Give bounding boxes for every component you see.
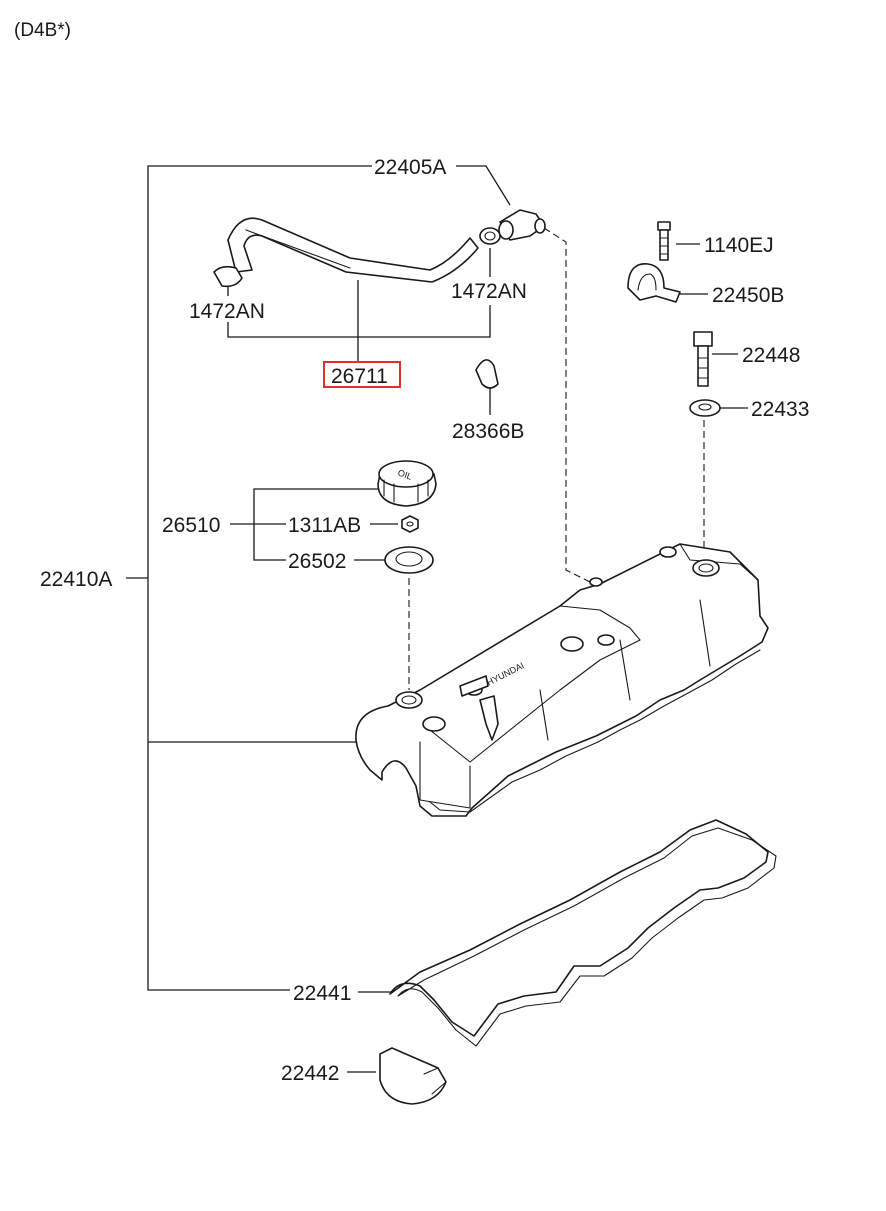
part-labels: 22405A 1140EJ 1472AN 22450B 1472AN 22448… [40,156,809,1085]
label-22441[interactable]: 22441 [293,982,351,1005]
cap-gasket[interactable] [384,546,434,574]
half-moon-seal[interactable] [379,1047,447,1105]
label-26510[interactable]: 26510 [162,514,220,537]
highlight-box-26711 [323,361,401,388]
label-1311ab[interactable]: 1311AB [288,514,361,537]
label-22410a[interactable]: 22410A [40,568,112,591]
assembly-dashed-lines [408,227,705,690]
cable-clamp[interactable] [627,263,681,303]
label-22450b[interactable]: 22450B [712,284,784,307]
label-1140ej[interactable]: 1140EJ [704,234,774,257]
label-28366b[interactable]: 28366B [452,420,524,443]
nut-1311ab[interactable] [401,515,419,533]
hose-clamp-right[interactable] [479,227,501,245]
rocker-cover[interactable]: HYUNDAI [355,543,769,817]
hose-clamp-left[interactable] [213,265,243,288]
label-26502[interactable]: 26502 [288,550,346,573]
label-22405a[interactable]: 22405A [374,156,446,179]
hose-clip[interactable] [475,359,499,389]
washer-22433[interactable] [689,399,721,417]
breather-hose[interactable] [227,217,479,283]
rocker-cover-gasket[interactable] [389,819,777,1047]
model-code-header: (D4B*) [14,20,71,41]
label-26711[interactable]: 26711 [331,365,388,388]
leader-lines [126,165,748,1073]
label-1472an-left[interactable]: 1472AN [189,300,265,323]
label-22448[interactable]: 22448 [742,344,800,367]
label-1472an-right[interactable]: 1472AN [451,280,527,303]
bolt-1140ej[interactable] [657,221,671,261]
label-22442[interactable]: 22442 [281,1062,339,1085]
bolt-22448[interactable] [693,331,713,387]
svg-text:OIL: OIL [396,468,413,482]
label-22433[interactable]: 22433 [751,398,809,421]
pcv-valve[interactable] [498,209,546,241]
oil-filler-cap[interactable]: OIL [377,460,437,507]
